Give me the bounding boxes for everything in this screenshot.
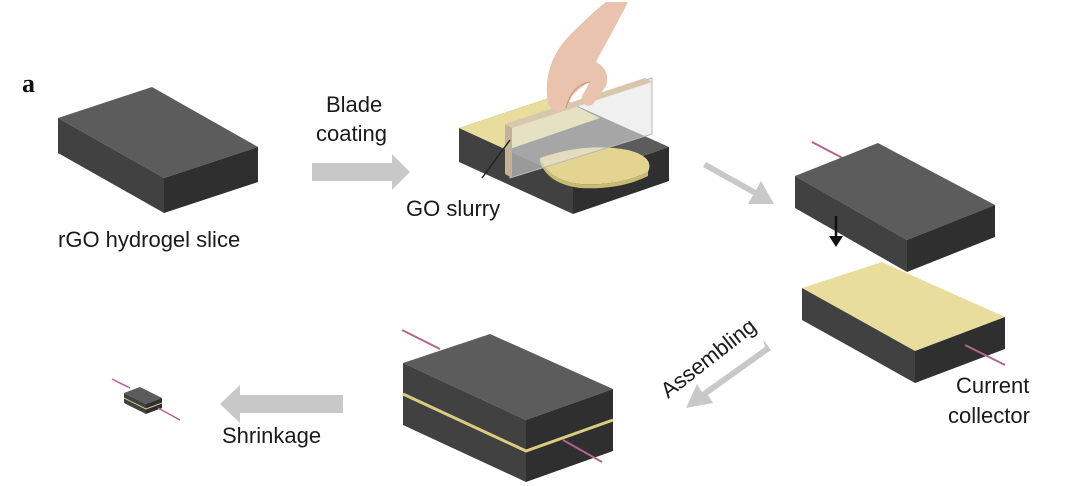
arrow-assembling	[686, 339, 771, 408]
down-arrow	[829, 216, 843, 247]
block-top-half	[795, 141, 995, 272]
panel-letter: a	[22, 69, 35, 98]
label-rgo-slice: rGO hydrogel slice	[58, 227, 240, 252]
label-current: Current	[956, 373, 1029, 398]
block-blade-coating	[459, 2, 669, 214]
block-bottom-half	[802, 262, 1006, 383]
label-go-slurry: GO slurry	[406, 196, 500, 221]
block-shrunk	[111, 378, 181, 421]
block-rgo-slice	[58, 87, 258, 213]
arrow-to-stack	[700, 162, 774, 204]
label-coating: coating	[316, 121, 387, 146]
arrow-shrinkage	[220, 385, 343, 423]
label-collector: collector	[948, 403, 1030, 428]
block-assembled	[401, 329, 614, 482]
label-blade: Blade	[326, 92, 382, 117]
arrow-blade-coating	[312, 154, 410, 190]
label-shrinkage: Shrinkage	[222, 423, 321, 448]
